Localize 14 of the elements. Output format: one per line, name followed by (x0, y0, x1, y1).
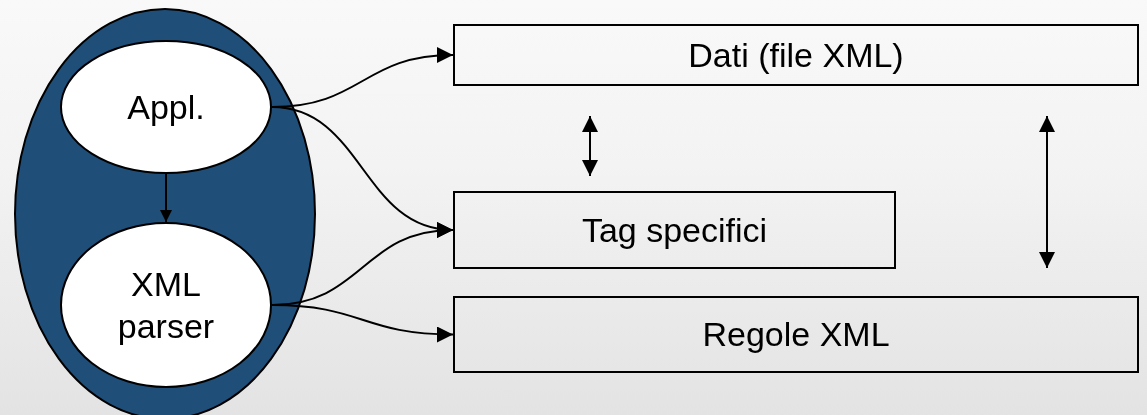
node-label: Tag specifici (581, 209, 768, 251)
process-box (453, 191, 896, 269)
arrow (271, 304, 454, 343)
node-label: Appl. (127, 86, 205, 128)
node-label: XML parser (116, 263, 216, 347)
ellipse-node (60, 40, 272, 174)
double-arrow (582, 115, 598, 177)
process-box (453, 24, 1139, 86)
process-box (453, 296, 1139, 373)
double-arrow (1039, 115, 1055, 269)
node-label: Regole XML (702, 314, 890, 356)
arrow (160, 173, 172, 223)
ellipse-node (60, 222, 272, 388)
node-label: Dati (file XML) (688, 34, 904, 76)
